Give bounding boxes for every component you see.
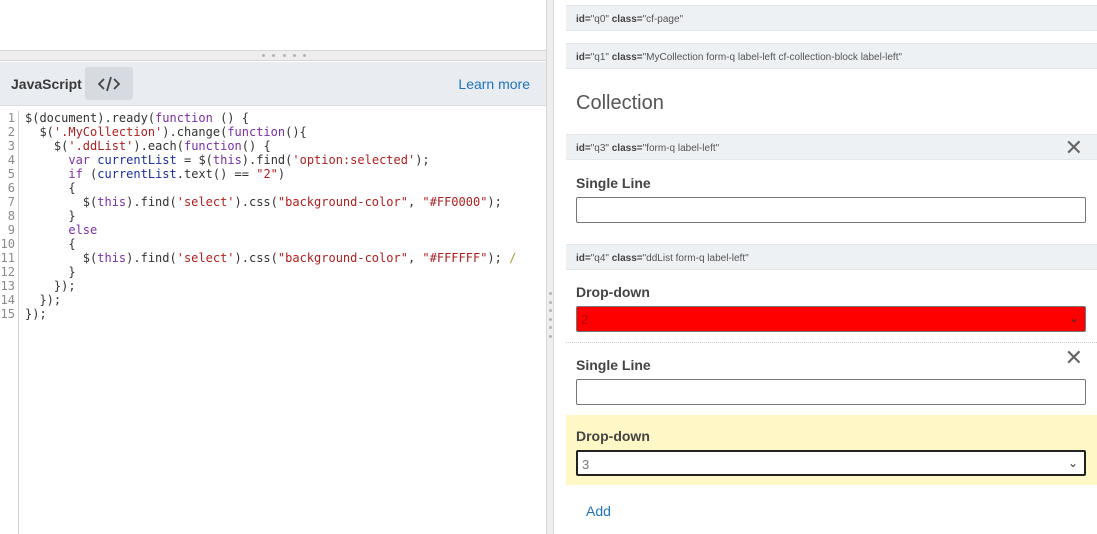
line-number: 11 <box>0 251 15 265</box>
form-preview: id="q0" class="cf-page" id="q1" class="M… <box>555 0 1097 534</box>
single-line-label: Single Line <box>576 357 651 373</box>
chevron-down-icon: ⌄ <box>1067 456 1078 470</box>
dropdown-select[interactable]: 2 ⌄ <box>576 306 1086 332</box>
code-line: else <box>68 223 98 237</box>
line-number: 2 <box>7 125 15 139</box>
line-number: 3 <box>7 139 15 153</box>
code-line: { <box>25 181 76 195</box>
element-id-bar-q3: id="q3" class="form-q label-left" <box>566 134 1097 160</box>
class-value: "MyCollection form-q label-left cf-colle… <box>642 52 903 63</box>
id-value: "q4" <box>590 253 609 264</box>
class-label: class= <box>611 52 643 63</box>
id-value: "q1" <box>590 52 609 63</box>
horizontal-splitter[interactable] <box>0 51 546 61</box>
remove-item-close-icon[interactable]: ✕ <box>1064 345 1083 370</box>
id-label: id= <box>576 14 591 25</box>
dropdown-label: Drop-down <box>576 284 650 300</box>
line-number: 13 <box>0 279 15 293</box>
class-value: "cf-page" <box>642 14 684 25</box>
single-line-label: Single Line <box>576 175 651 191</box>
line-number: 4 <box>7 153 15 167</box>
single-line-input[interactable] <box>576 379 1086 405</box>
class-value: "form-q label-left" <box>642 143 720 154</box>
line-number: 5 <box>7 167 15 181</box>
single-line-input[interactable] <box>576 197 1086 223</box>
code-line: } <box>25 265 76 279</box>
item-divider <box>566 342 1097 343</box>
id-label: id= <box>576 52 591 63</box>
element-id-bar-q4: id="q4" class="ddList form-q label-left" <box>566 244 1097 270</box>
code-line: $(this).find('select').css("background-c… <box>25 195 502 209</box>
code-view-button[interactable] <box>85 67 133 100</box>
dropdown-label: Drop-down <box>576 428 650 444</box>
line-number: 8 <box>7 209 15 223</box>
code-line: $('.MyCollection').change(function(){ <box>25 125 307 139</box>
collection-title: Collection <box>576 92 664 114</box>
splitter-grip-icon <box>262 54 306 58</box>
code-line: $(document).ready(function () { <box>25 111 249 125</box>
code-icon <box>98 76 120 91</box>
javascript-title: JavaScript <box>11 76 82 92</box>
line-number: 1 <box>7 111 15 125</box>
dropdown-select[interactable]: 3 ⌄ <box>576 450 1086 476</box>
line-number: 12 <box>0 265 15 279</box>
code-line: }); <box>25 307 47 321</box>
class-label: class= <box>611 143 643 154</box>
class-label: class= <box>611 14 643 25</box>
javascript-header: JavaScript Learn more <box>0 62 546 106</box>
code-line: }); <box>25 293 62 307</box>
element-id-bar-q1: id="q1" class="MyCollection form-q label… <box>566 43 1097 69</box>
code-line: var currentList = $(this).find('option:s… <box>68 153 430 167</box>
code-line: $('.ddList').each(function() { <box>25 139 271 153</box>
element-id-bar-q0: id="q0" class="cf-page" <box>566 5 1097 31</box>
class-value: "ddList form-q label-left" <box>642 253 749 264</box>
line-number: 15 <box>0 307 15 321</box>
line-number: 9 <box>7 223 15 237</box>
line-number: 7 <box>7 195 15 209</box>
code-line: { <box>25 237 76 251</box>
dropdown-value: 2 <box>581 312 589 327</box>
id-value: "q0" <box>590 14 609 25</box>
line-number: 10 <box>0 237 15 251</box>
code-line: } <box>25 209 76 223</box>
id-value: "q3" <box>590 143 609 154</box>
id-label: id= <box>576 253 591 264</box>
line-number: 14 <box>0 293 15 307</box>
vertical-splitter[interactable] <box>546 0 554 534</box>
line-number: 6 <box>7 181 15 195</box>
remove-item-close-icon[interactable]: ✕ <box>1064 135 1083 160</box>
code-line: }); <box>25 279 76 293</box>
learn-more-link[interactable]: Learn more <box>458 76 530 92</box>
add-item-link[interactable]: Add <box>586 503 611 519</box>
code-line: $(this).find('select').css("background-c… <box>25 251 517 265</box>
splitter-grip-icon <box>549 292 552 338</box>
class-label: class= <box>611 253 643 264</box>
chevron-down-icon: ⌄ <box>1068 311 1079 325</box>
css-editor-area[interactable] <box>0 0 546 51</box>
code-line: if (currentList.text() == "2") <box>68 167 286 181</box>
id-label: id= <box>576 143 591 154</box>
code-lines: $(document).ready(function () { $('.MyCo… <box>25 111 516 321</box>
dropdown-value: 3 <box>582 457 590 472</box>
